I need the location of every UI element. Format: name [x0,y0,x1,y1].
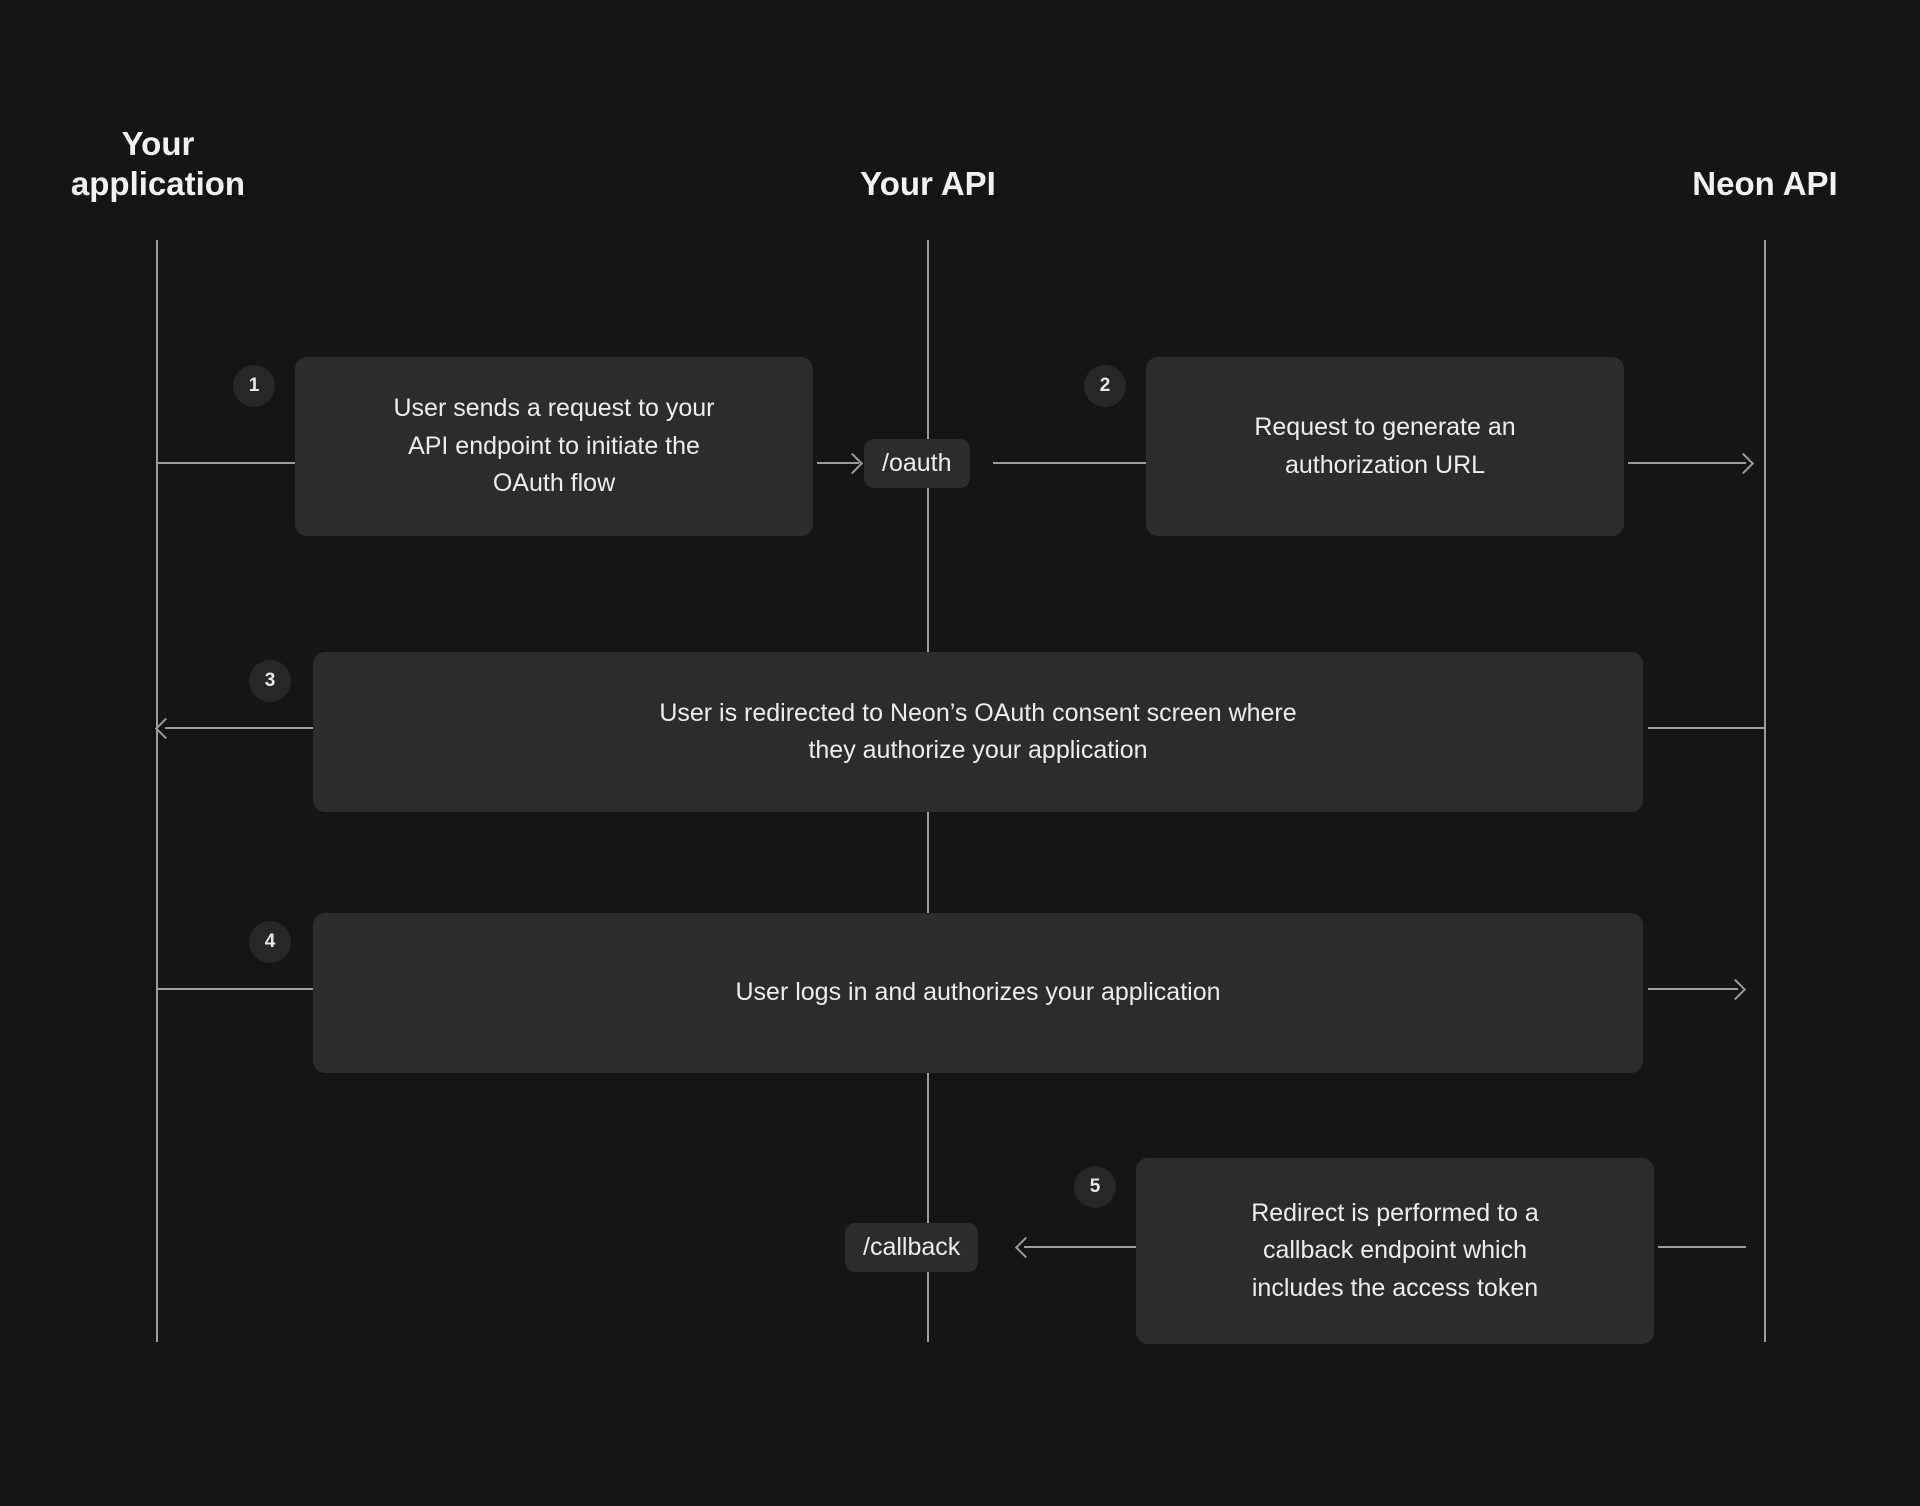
step-box-3: User is redirected to Neon’s OAuth conse… [313,652,1643,812]
connector-step-1-left [157,462,297,464]
step-box-2: Request to generate an authorization URL [1146,357,1624,536]
lifeline-neon-api [1764,240,1766,1342]
step-box-1: User sends a request to your API endpoin… [295,357,813,536]
step-text-3: User is redirected to Neon’s OAuth conse… [659,698,1297,765]
step-badge-2: 2 [1084,365,1126,407]
step-text-2: Request to generate an authorization URL [1254,413,1516,479]
endpoint-pill-oauth: /oauth [864,439,970,488]
connector-step-4-right [1648,988,1738,990]
arrowhead-left-icon-step-5 [1014,1236,1037,1259]
endpoint-pill-callback: /callback [845,1223,979,1272]
step-box-5: Redirect is performed to a callback endp… [1136,1158,1654,1344]
step-text-4: User logs in and authorizes your applica… [735,978,1221,1007]
connector-step-5-right [1658,1246,1746,1248]
connector-step-1-right [817,462,859,464]
connector-step-3-left [165,727,313,729]
connector-step-2-left [993,462,1146,464]
step-text-5: Redirect is performed to a callback endp… [1251,1198,1539,1302]
actor-label-your-application: Your application [70,125,246,203]
arrowhead-left-icon-step-3 [154,717,177,740]
step-badge-4: 4 [249,921,291,963]
connector-step-2-right [1628,462,1746,464]
connector-step-4-left [157,988,313,990]
connector-step-3-right [1648,727,1766,729]
actor-label-neon-api: Neon API [1692,165,1838,202]
arrowhead-right-icon-step-4 [1724,978,1747,1001]
actor-label-your-api: Your API [860,165,996,202]
step-badge-3: 3 [249,660,291,702]
step-badge-1: 1 [233,365,275,407]
arrowhead-right-icon-step-2 [1732,452,1755,475]
step-text-1: User sends a request to your API endpoin… [393,394,715,498]
lifeline-your-application [156,240,158,1342]
step-badge-5: 5 [1074,1166,1116,1208]
step-box-4: User logs in and authorizes your applica… [313,913,1643,1073]
arrowhead-right-icon-step-1 [841,452,864,475]
connector-step-5-left [1024,1246,1136,1248]
